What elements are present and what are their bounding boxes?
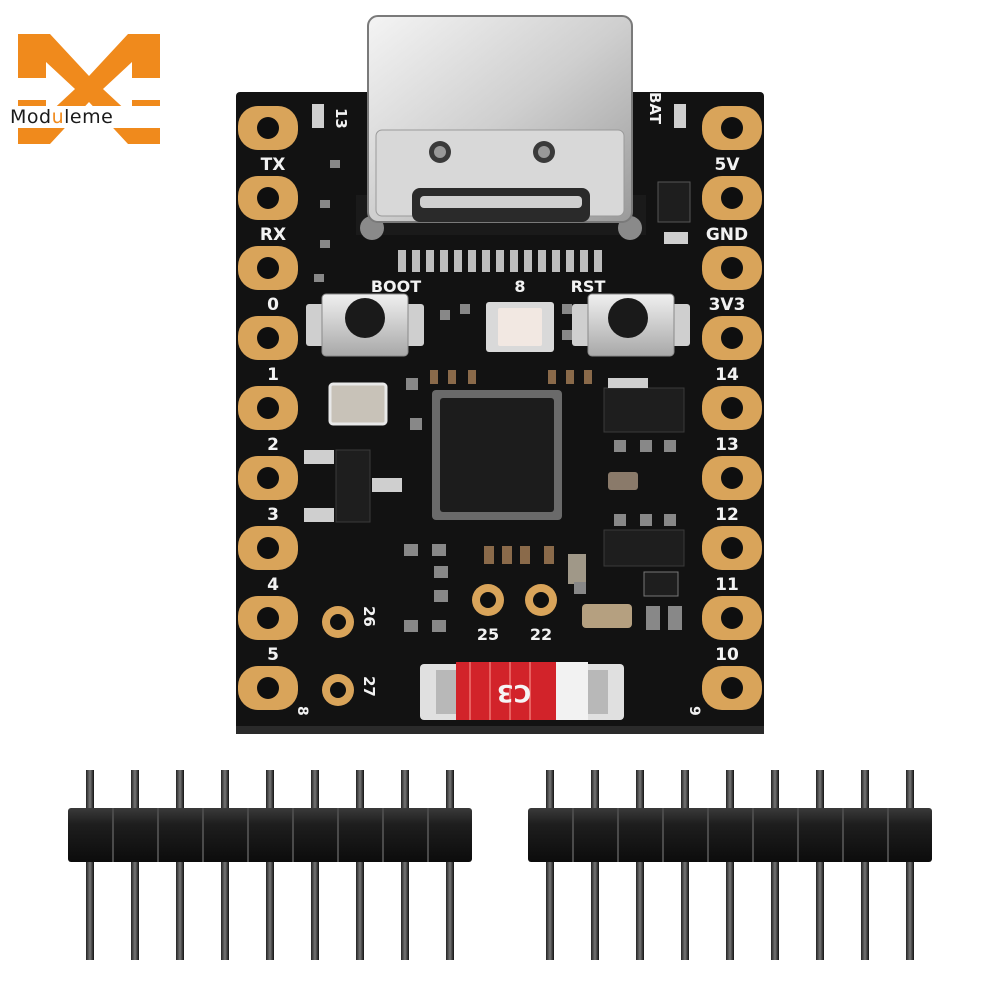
label-2: 2 xyxy=(267,435,279,455)
label-27: 27 xyxy=(360,676,378,697)
logo-wordmark: Moduleme xyxy=(8,106,188,128)
right-pad-column xyxy=(702,106,762,710)
label-22: 22 xyxy=(530,625,552,644)
label-1: 1 xyxy=(267,365,279,385)
left-pad-column xyxy=(238,106,298,710)
c3-antenna-chip: C3 xyxy=(420,662,624,720)
chip-label-c3: C3 xyxy=(497,679,531,707)
status-led xyxy=(486,302,554,352)
label-13: 13 xyxy=(715,435,739,455)
pin-header-left xyxy=(68,770,472,960)
label-rst: RST xyxy=(571,277,606,296)
label-boot: BOOT xyxy=(371,277,421,296)
label-11: 11 xyxy=(715,575,739,595)
power-ic xyxy=(603,387,685,433)
moduleme-logo: Moduleme xyxy=(8,30,188,148)
label-corner-9: 9 xyxy=(686,706,702,716)
crystal-oscillator xyxy=(328,382,388,426)
label-tx: TX xyxy=(261,155,286,175)
label-25: 25 xyxy=(477,625,499,644)
smd-components xyxy=(312,104,688,632)
label-corner-8: 8 xyxy=(294,706,310,716)
esp32-c3-chip xyxy=(432,390,562,520)
label-14: 14 xyxy=(715,365,739,385)
reset-button xyxy=(572,293,690,357)
usb-pin-row xyxy=(398,250,602,272)
inner-pads xyxy=(322,584,557,706)
label-3v3: 3V3 xyxy=(709,295,746,315)
label-gnd: GND xyxy=(706,225,748,245)
boot-button xyxy=(306,293,424,357)
right-labels: 5V GND 3V3 14 13 12 11 10 xyxy=(706,155,748,665)
label-rx: RX xyxy=(260,225,286,245)
label-3: 3 xyxy=(267,505,279,525)
label-4: 4 xyxy=(267,575,279,595)
label-26: 26 xyxy=(360,606,378,627)
label-5: 5 xyxy=(267,645,279,665)
usb-c-connector xyxy=(356,15,646,240)
label-led-8: 8 xyxy=(514,277,525,296)
label-10: 10 xyxy=(715,645,739,665)
label-5v: 5V xyxy=(715,155,741,175)
pin-header-right xyxy=(528,770,932,960)
label-bat: BAT xyxy=(646,92,664,125)
voltage-regulator xyxy=(335,449,371,523)
label-12: 12 xyxy=(715,505,739,525)
left-labels: TX RX 0 1 2 3 4 5 xyxy=(260,155,286,665)
label-top-13: 13 xyxy=(332,108,350,129)
label-0: 0 xyxy=(267,295,279,315)
